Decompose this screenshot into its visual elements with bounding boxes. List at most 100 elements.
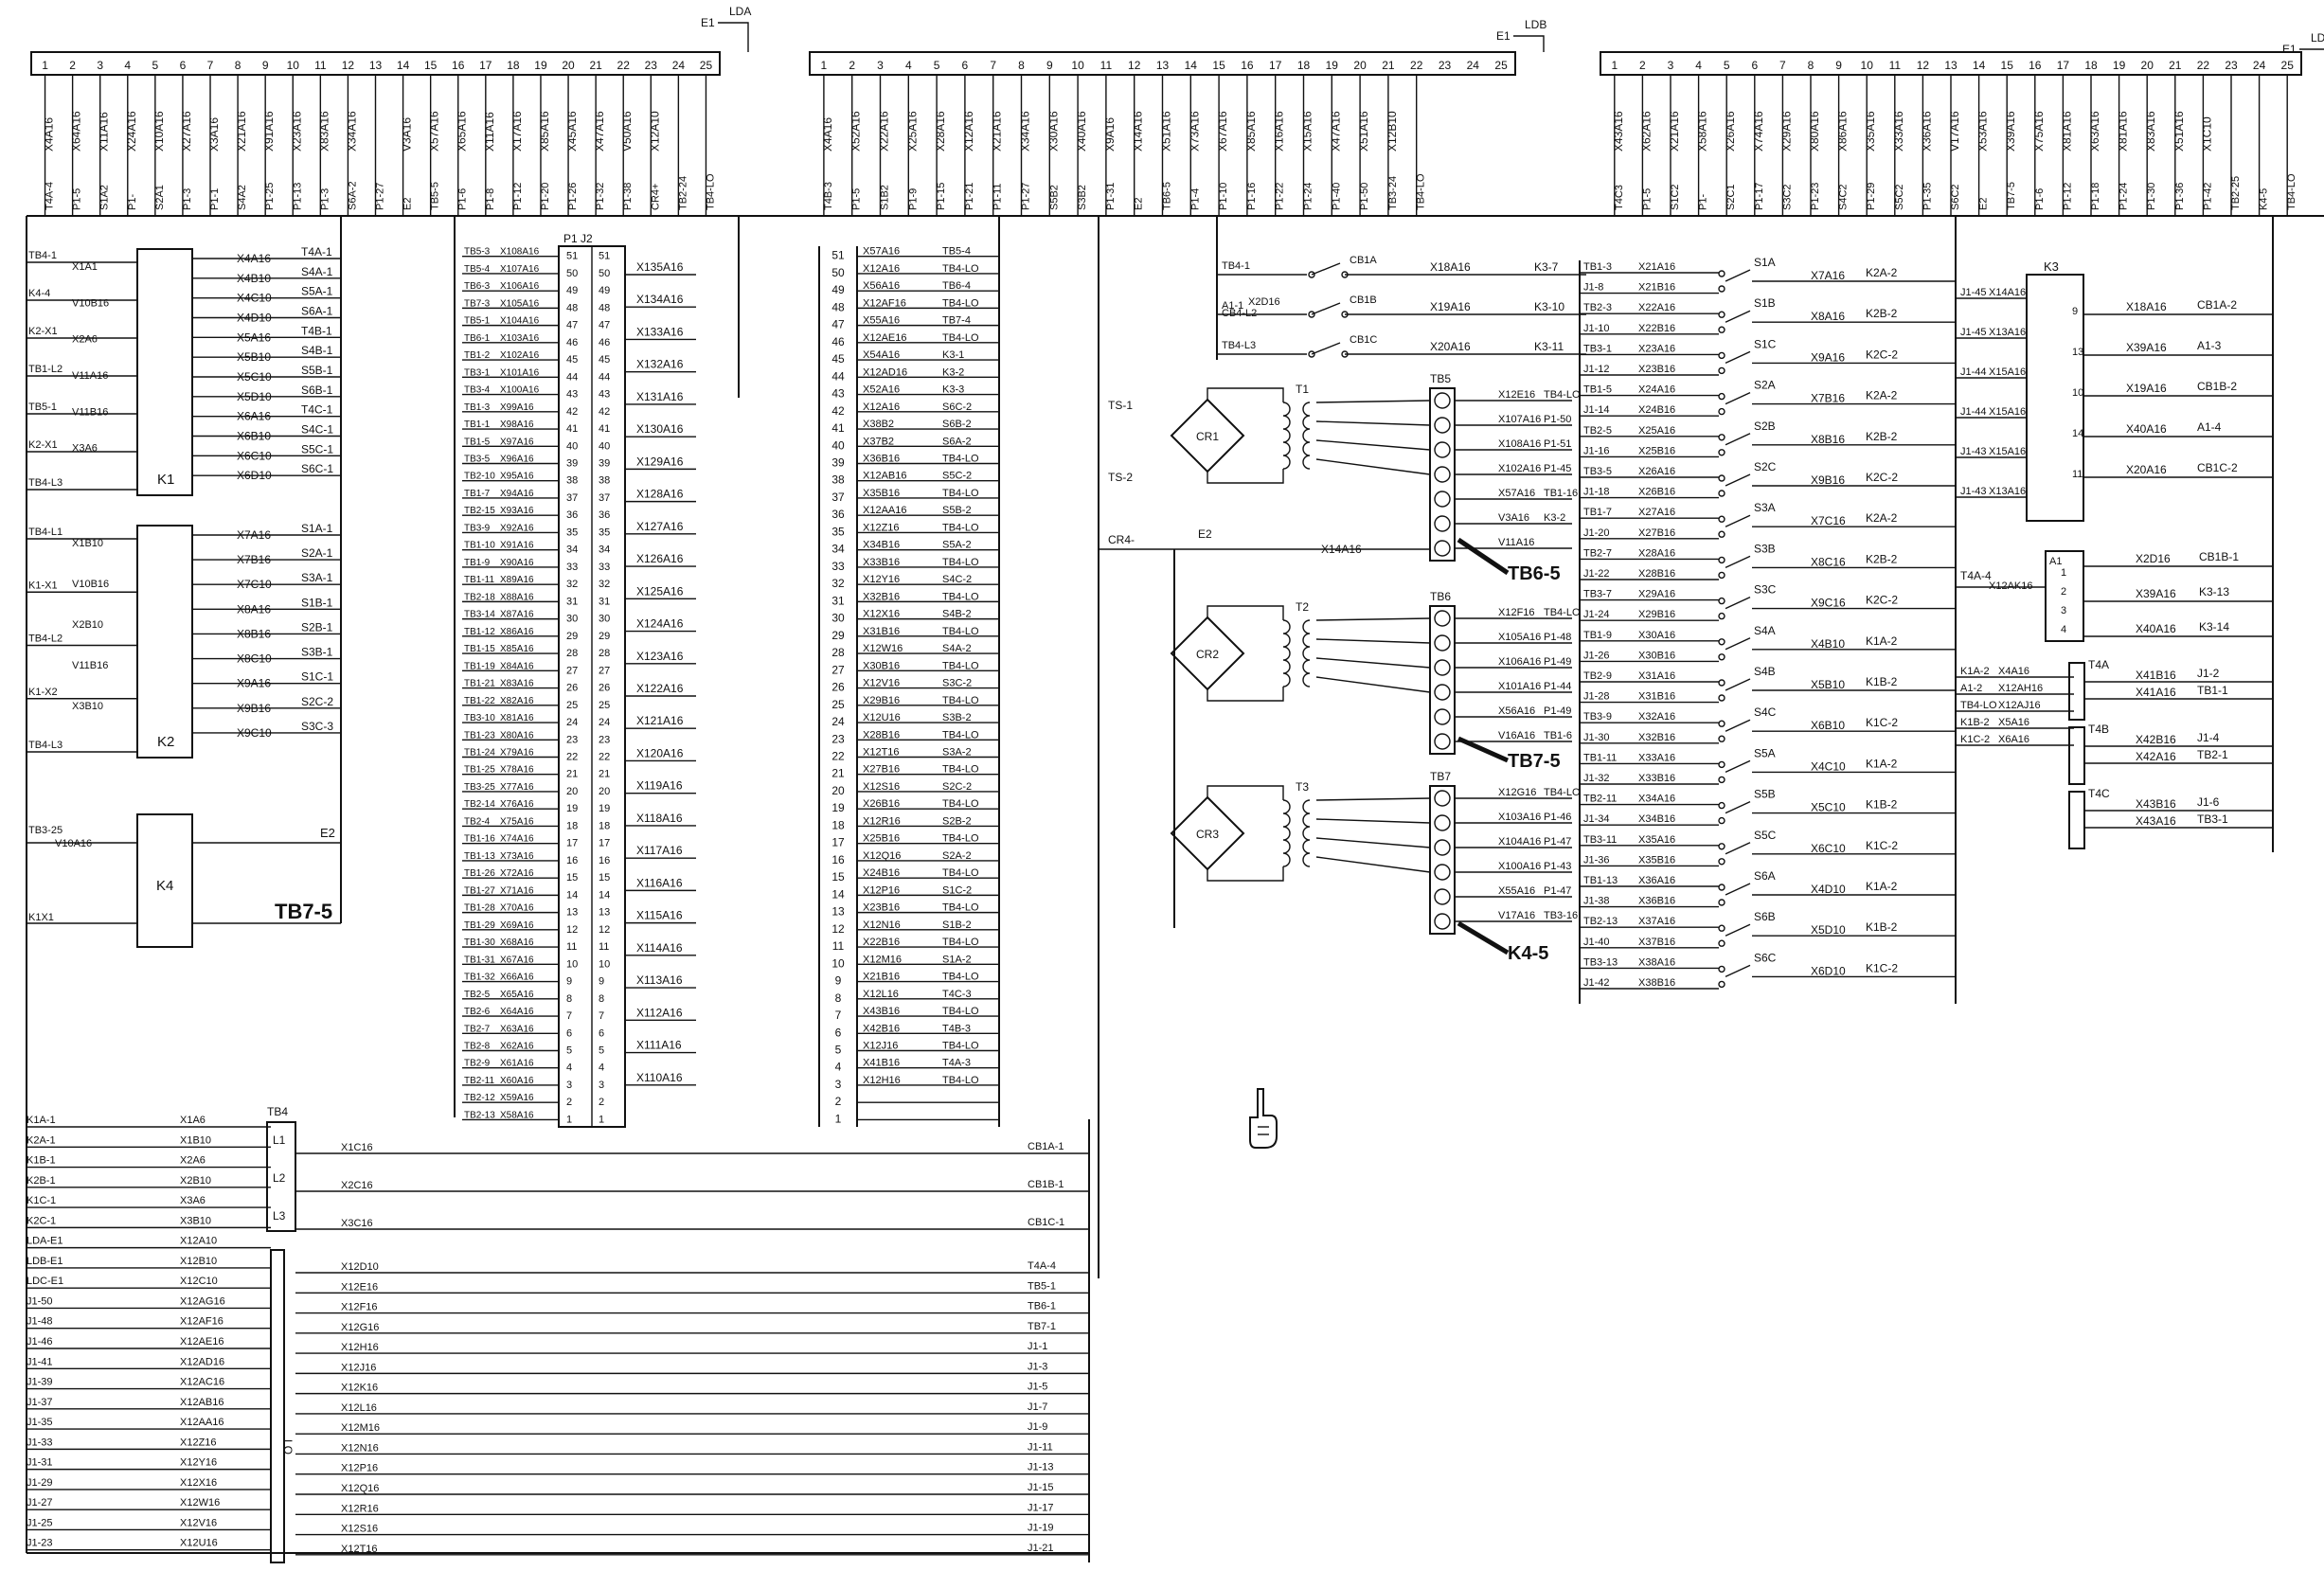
- wire-code: X64A16: [500, 1007, 534, 1017]
- wire-code: X62A16: [1639, 111, 1653, 152]
- terminal-ref: TB3-11: [1583, 834, 1617, 846]
- connector-pin: 21: [589, 59, 602, 72]
- wire-code: X12T16: [341, 1544, 378, 1555]
- terminal-ref: TB2-5: [1583, 425, 1612, 437]
- wire-code: X12AB16: [180, 1397, 223, 1408]
- wire-code: X83A16: [2144, 111, 2157, 152]
- wire-code: X92A16: [500, 523, 534, 533]
- switch-arm: [1725, 350, 1751, 365]
- connector-pin: 2: [1639, 59, 1646, 72]
- terminal-screw: [1434, 733, 1451, 750]
- pin-number: 4: [835, 1061, 842, 1074]
- wire-code: X70A16: [500, 903, 534, 914]
- terminal-ref: J1-43: [1960, 486, 1987, 497]
- terminal-ref: TB4-LO: [705, 173, 716, 210]
- terminal-ref: TB1-27: [464, 885, 495, 896]
- connector-pin: 6: [962, 59, 969, 72]
- wire-code: X129A16: [636, 455, 684, 468]
- terminal-ref: S2A-1: [301, 546, 333, 560]
- wire-code: X84A16: [500, 661, 534, 671]
- terminal-board: [266, 1121, 296, 1232]
- wire-code: X6A16: [1998, 734, 2029, 745]
- pin-number: 10: [2072, 387, 2083, 399]
- wire-code: X15A16: [1301, 111, 1314, 152]
- contactor-arm: [1311, 302, 1341, 315]
- wire-code: X12V16: [180, 1517, 217, 1528]
- pin-number: 34: [599, 544, 610, 556]
- pin-number: 25: [566, 700, 578, 711]
- terminal-ref: E2: [1134, 198, 1145, 210]
- pin-number: 42: [599, 406, 610, 418]
- wire-code: V50A16: [620, 111, 634, 152]
- terminal-screw: [1434, 708, 1451, 725]
- switch-label: S4A: [1754, 624, 1776, 637]
- connector-e-label: E1: [1496, 29, 1511, 43]
- switch-contact: [1718, 720, 1725, 727]
- switch-contact: [1718, 392, 1725, 401]
- wire-code: X127A16: [636, 520, 684, 533]
- terminal-ref: K4-5: [2259, 188, 2270, 210]
- switch-arm: [1725, 433, 1751, 446]
- wire-code: X20A16: [1430, 340, 1471, 353]
- switch-label: S6C: [1754, 951, 1777, 964]
- wire-code: X43B16: [2136, 797, 2176, 811]
- wire-code: V17A16: [1498, 910, 1535, 921]
- pin-number: 19: [566, 803, 578, 814]
- terminal-screw: [1434, 491, 1451, 508]
- wire-code: X15A16: [1989, 446, 2026, 457]
- terminal-ref: J1-13: [1028, 1462, 1054, 1473]
- terminal-ref: TB4-LO: [942, 332, 979, 344]
- terminal-ref: TB2-6: [464, 1007, 491, 1017]
- terminal-ref: TB7-1: [1028, 1321, 1056, 1332]
- wire-code: X38B2: [863, 419, 894, 430]
- wire-code: X135A16: [636, 260, 684, 274]
- terminal-ref: TB4-LO: [942, 488, 979, 499]
- terminal-screw: [1434, 790, 1451, 807]
- wire-code: X52A16: [849, 111, 863, 152]
- terminal-ref: S4C-2: [942, 574, 972, 585]
- pin-number: 14: [2072, 428, 2083, 439]
- coil-tap: [1315, 638, 1431, 644]
- relay-label: K4: [156, 878, 173, 894]
- pin-number: L1: [273, 1134, 286, 1147]
- terminal-ref: K2B-2: [1866, 307, 1898, 320]
- connector-pin: 18: [1297, 59, 1311, 72]
- switch-arm: [1725, 719, 1751, 732]
- terminal-ref: TB1-5: [464, 437, 491, 447]
- terminal-ref: J1-41: [27, 1356, 53, 1367]
- wire-code: X12C10: [180, 1276, 218, 1287]
- connector-pin: 22: [2197, 59, 2210, 72]
- pin-number: 39: [599, 458, 610, 470]
- wire-code: X60A16: [500, 1076, 534, 1086]
- terminal-ref: TS-1: [1108, 399, 1133, 412]
- wire-code: X24B16: [1638, 404, 1675, 416]
- wire-code: X12K16: [341, 1383, 378, 1394]
- switch-arm: [1725, 514, 1751, 527]
- wire-code: X47A16: [1329, 111, 1342, 152]
- pin-number: 15: [831, 870, 845, 884]
- wire-code: X12R16: [863, 815, 901, 827]
- connector-pin: 6: [180, 59, 187, 72]
- wire-code: X133A16: [636, 325, 684, 338]
- pin-number: 42: [566, 406, 578, 418]
- wire-code: X57A16: [1498, 488, 1535, 499]
- terminal-ref: TB3-25: [464, 782, 495, 793]
- wire-code: X51A16: [2172, 111, 2186, 152]
- relay-input-ref: K1-X2: [28, 687, 58, 698]
- coil-tap: [1315, 420, 1431, 426]
- wire-code: X12U16: [863, 712, 901, 723]
- connector-pin: 2: [849, 59, 855, 72]
- terminal-ref: TB4-LO: [1416, 173, 1427, 210]
- connector-pin: 7: [990, 59, 996, 72]
- pin-number: 29: [831, 629, 845, 642]
- wire-code: X15A16: [1989, 366, 2026, 378]
- terminal-ref: TB1-1: [2197, 684, 2228, 697]
- pin-number: 4: [599, 1062, 604, 1074]
- terminal-ref: P1-43: [1544, 861, 1571, 872]
- switch-arm: [1725, 473, 1751, 487]
- terminal-ref: TB4-LO: [942, 729, 979, 741]
- connector-pin: 19: [2113, 59, 2126, 72]
- connector-pin: 14: [1185, 59, 1198, 72]
- transformer-core: [2068, 791, 2085, 849]
- wire-code: X134A16: [636, 293, 684, 306]
